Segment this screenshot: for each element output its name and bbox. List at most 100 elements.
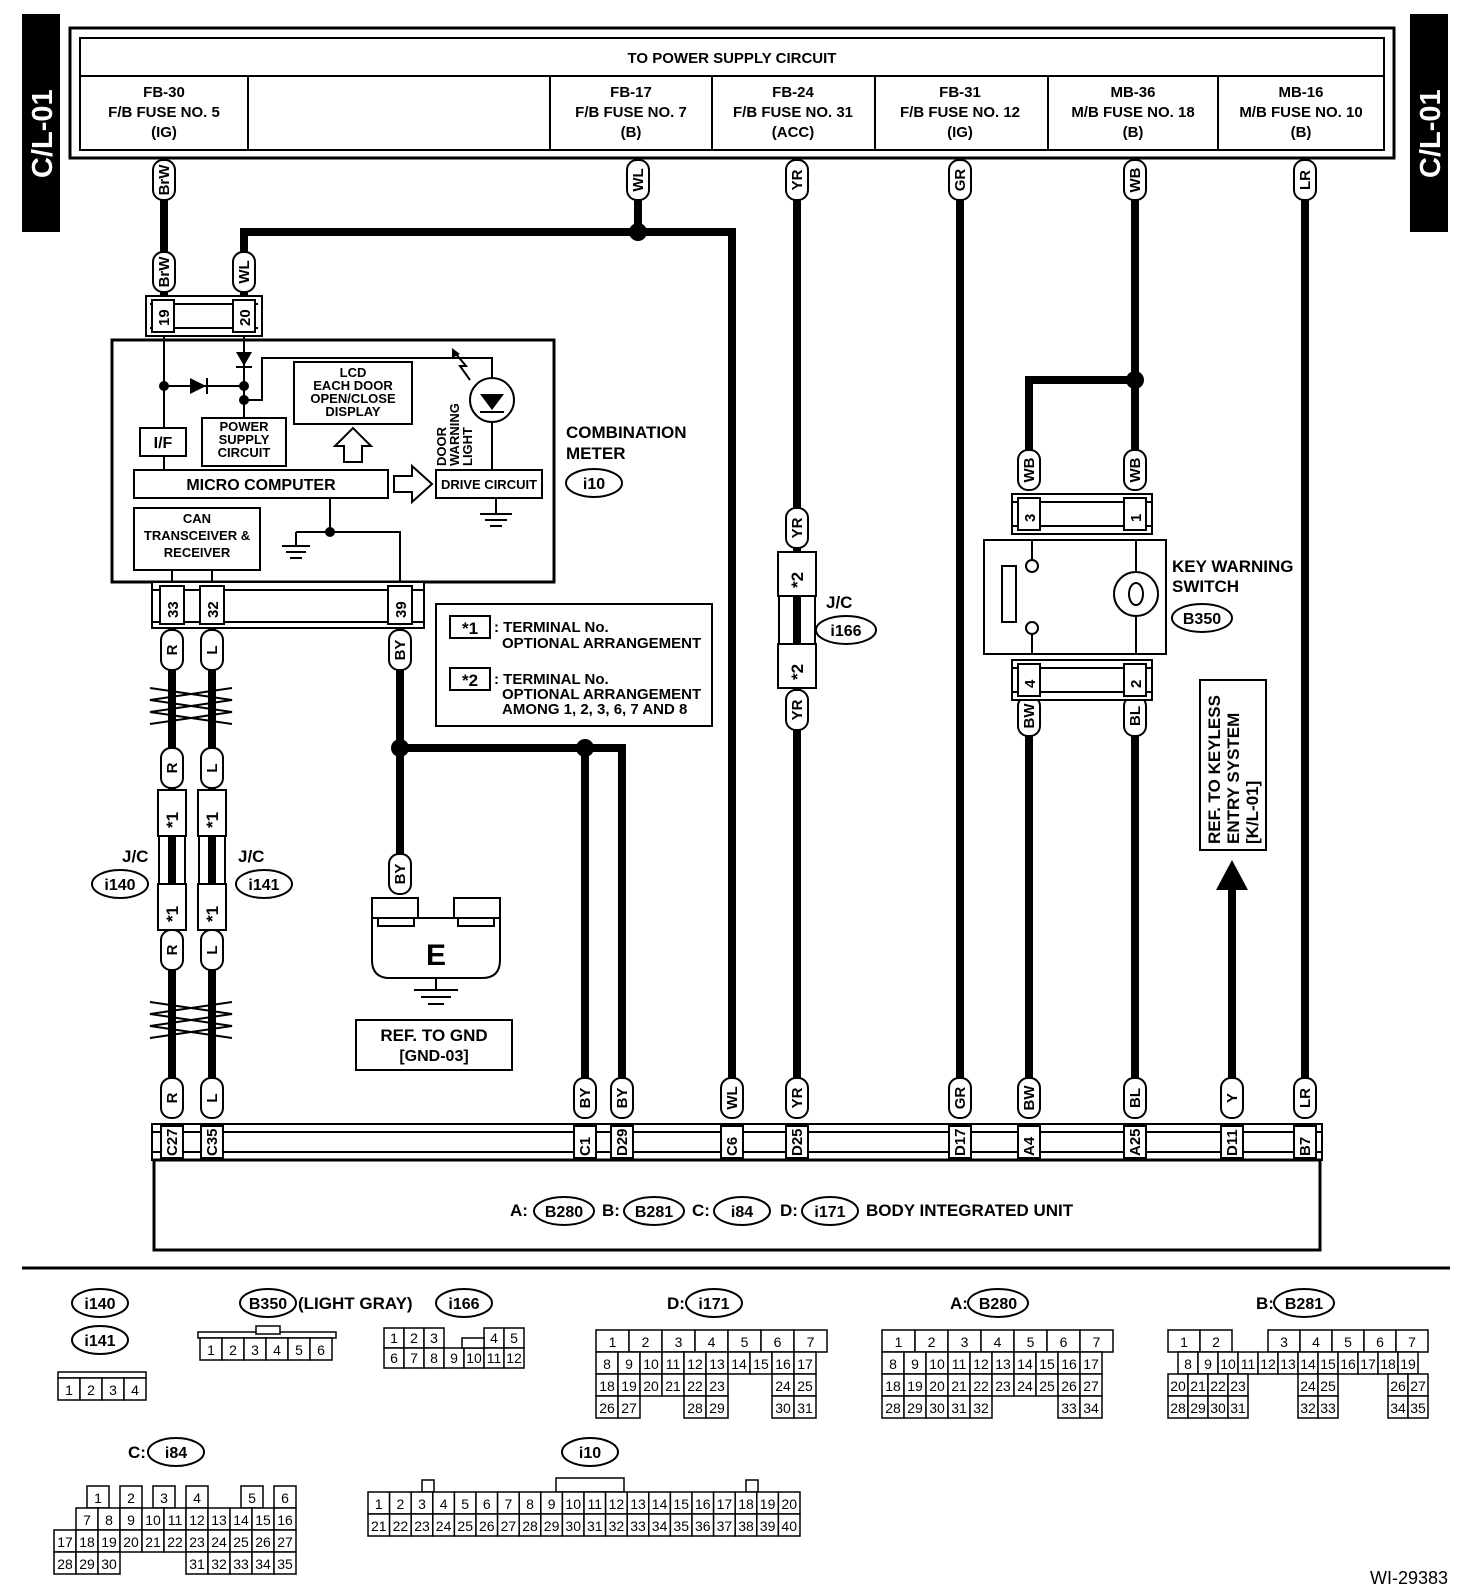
connector-pin: 32 (1297, 1395, 1319, 1419)
connector-pin: 7 (1079, 1329, 1114, 1353)
key-switch-connector: B350 (1183, 611, 1221, 628)
svg-text:WB: WB (1127, 457, 1144, 482)
svg-text:27: 27 (1083, 1378, 1099, 1394)
header-title: TO POWER SUPPLY CIRCUIT (628, 50, 837, 67)
meter-title-line-2: METER (566, 444, 626, 463)
svg-text:R: R (164, 1092, 181, 1103)
connector-pin: 26 (1387, 1373, 1409, 1397)
svg-text:18: 18 (738, 1496, 754, 1512)
jc-i140-mark-bottom: *1 (163, 906, 182, 922)
key-switch-pin-3: 3 (1022, 514, 1039, 522)
svg-text:9: 9 (625, 1356, 633, 1372)
connector-pin: 11 (1237, 1351, 1259, 1375)
svg-text:3: 3 (1280, 1334, 1288, 1350)
connector-pin: 26 (251, 1529, 275, 1553)
connector-pin: 18 (734, 1491, 758, 1515)
connector-pin: 22 (163, 1529, 187, 1553)
svg-text:C1: C1 (577, 1137, 594, 1156)
connector-pin: 16 (273, 1507, 297, 1531)
svg-text:D25: D25 (789, 1128, 806, 1156)
cv-i166: i166 (448, 1296, 479, 1313)
svg-text:31: 31 (587, 1518, 603, 1534)
connector-pin: 17 (53, 1529, 77, 1553)
connector-pin: 33 (1057, 1395, 1081, 1419)
svg-text:13: 13 (709, 1356, 725, 1372)
svg-text:19: 19 (101, 1534, 117, 1550)
connector-pin: 4 (185, 1485, 209, 1509)
connector-pin: 2 (79, 1377, 103, 1401)
connector-pin: 1 (367, 1491, 391, 1515)
svg-text:27: 27 (621, 1400, 637, 1416)
svg-text:1: 1 (895, 1334, 903, 1350)
connector-pin: 1 (1167, 1329, 1201, 1353)
svg-text:29: 29 (1190, 1400, 1206, 1416)
svg-text:18: 18 (885, 1378, 901, 1394)
svg-text:8: 8 (889, 1356, 897, 1372)
jc-i141-mark-top: *1 (203, 812, 222, 828)
svg-text:WL: WL (236, 260, 253, 283)
svg-text:20: 20 (781, 1496, 797, 1512)
connector-pin: 23 (410, 1513, 434, 1537)
svg-text:26: 26 (599, 1400, 615, 1416)
wire-tag-wl: WL (720, 1077, 744, 1119)
svg-text:24: 24 (775, 1378, 791, 1394)
svg-text:34: 34 (1083, 1400, 1099, 1416)
connector-pin: 32 (207, 1551, 231, 1575)
body-unit-c-connector: i84 (731, 1204, 753, 1221)
svg-text:3: 3 (675, 1334, 683, 1350)
svg-text:29: 29 (709, 1400, 725, 1416)
svg-text:18: 18 (79, 1534, 95, 1550)
svg-text:14: 14 (652, 1496, 668, 1512)
ground-ref-line-1: REF. TO GND (380, 1026, 487, 1045)
svg-text:15: 15 (753, 1356, 769, 1372)
svg-text:2: 2 (87, 1382, 95, 1398)
svg-text:6: 6 (317, 1342, 325, 1358)
svg-text:4: 4 (708, 1334, 716, 1350)
body-unit-name: BODY INTEGRATED UNIT (866, 1201, 1074, 1220)
svg-text:R: R (164, 944, 181, 955)
legend-mark-2: *2 (462, 671, 478, 690)
connector-pin: 6 (309, 1337, 333, 1361)
svg-text:C6: C6 (724, 1137, 741, 1156)
legend-2-line-2: OPTIONAL ARRANGEMENT (502, 686, 701, 703)
connector-pin: 38 (734, 1513, 758, 1537)
connector-pin: 10 (925, 1351, 949, 1375)
connector-pin: 29 (1187, 1395, 1209, 1419)
wire-tag-r: R (160, 1077, 184, 1119)
svg-text:L: L (204, 763, 221, 772)
wire-tag-brw: BrW (152, 159, 176, 201)
can-line-2: TRANSCEIVER & (144, 528, 250, 543)
connector-pin: 5 (453, 1491, 477, 1515)
svg-text:4: 4 (1312, 1334, 1320, 1350)
svg-text:11: 11 (588, 1496, 603, 1512)
wire-tag-l: L (200, 747, 224, 789)
svg-text:9: 9 (127, 1512, 135, 1528)
svg-text:7: 7 (505, 1496, 513, 1512)
connector-pin: 3 (410, 1491, 434, 1515)
connector-pin: 6 (1046, 1329, 1081, 1353)
lcd-line-1: LCD (340, 365, 367, 380)
svg-text:2: 2 (1212, 1334, 1220, 1350)
svg-text:6: 6 (1060, 1334, 1068, 1350)
svg-text:32: 32 (609, 1518, 625, 1534)
svg-text:11: 11 (666, 1356, 681, 1372)
wire-tag-r: R (160, 929, 184, 971)
connector-pin: 16 (1057, 1351, 1081, 1375)
connector-pin: 34 (1387, 1395, 1409, 1419)
svg-text:7: 7 (83, 1512, 91, 1528)
connector-pin: 11 (163, 1507, 187, 1531)
svg-text:13: 13 (995, 1356, 1011, 1372)
wire-tag-by: BY (388, 629, 412, 671)
svg-text:5: 5 (741, 1334, 749, 1350)
fuse-name-2: F/B FUSE NO. 7 (575, 104, 687, 121)
svg-text:4: 4 (994, 1334, 1002, 1350)
ground-ref-line-2: [GND-03] (399, 1048, 468, 1065)
fuse-code-3: FB-24 (772, 84, 814, 101)
connector-pin: 15 (1035, 1351, 1059, 1375)
connector-pin: 6 (273, 1485, 297, 1509)
connector-pin: 16 (771, 1351, 795, 1375)
svg-text:28: 28 (1170, 1400, 1186, 1416)
